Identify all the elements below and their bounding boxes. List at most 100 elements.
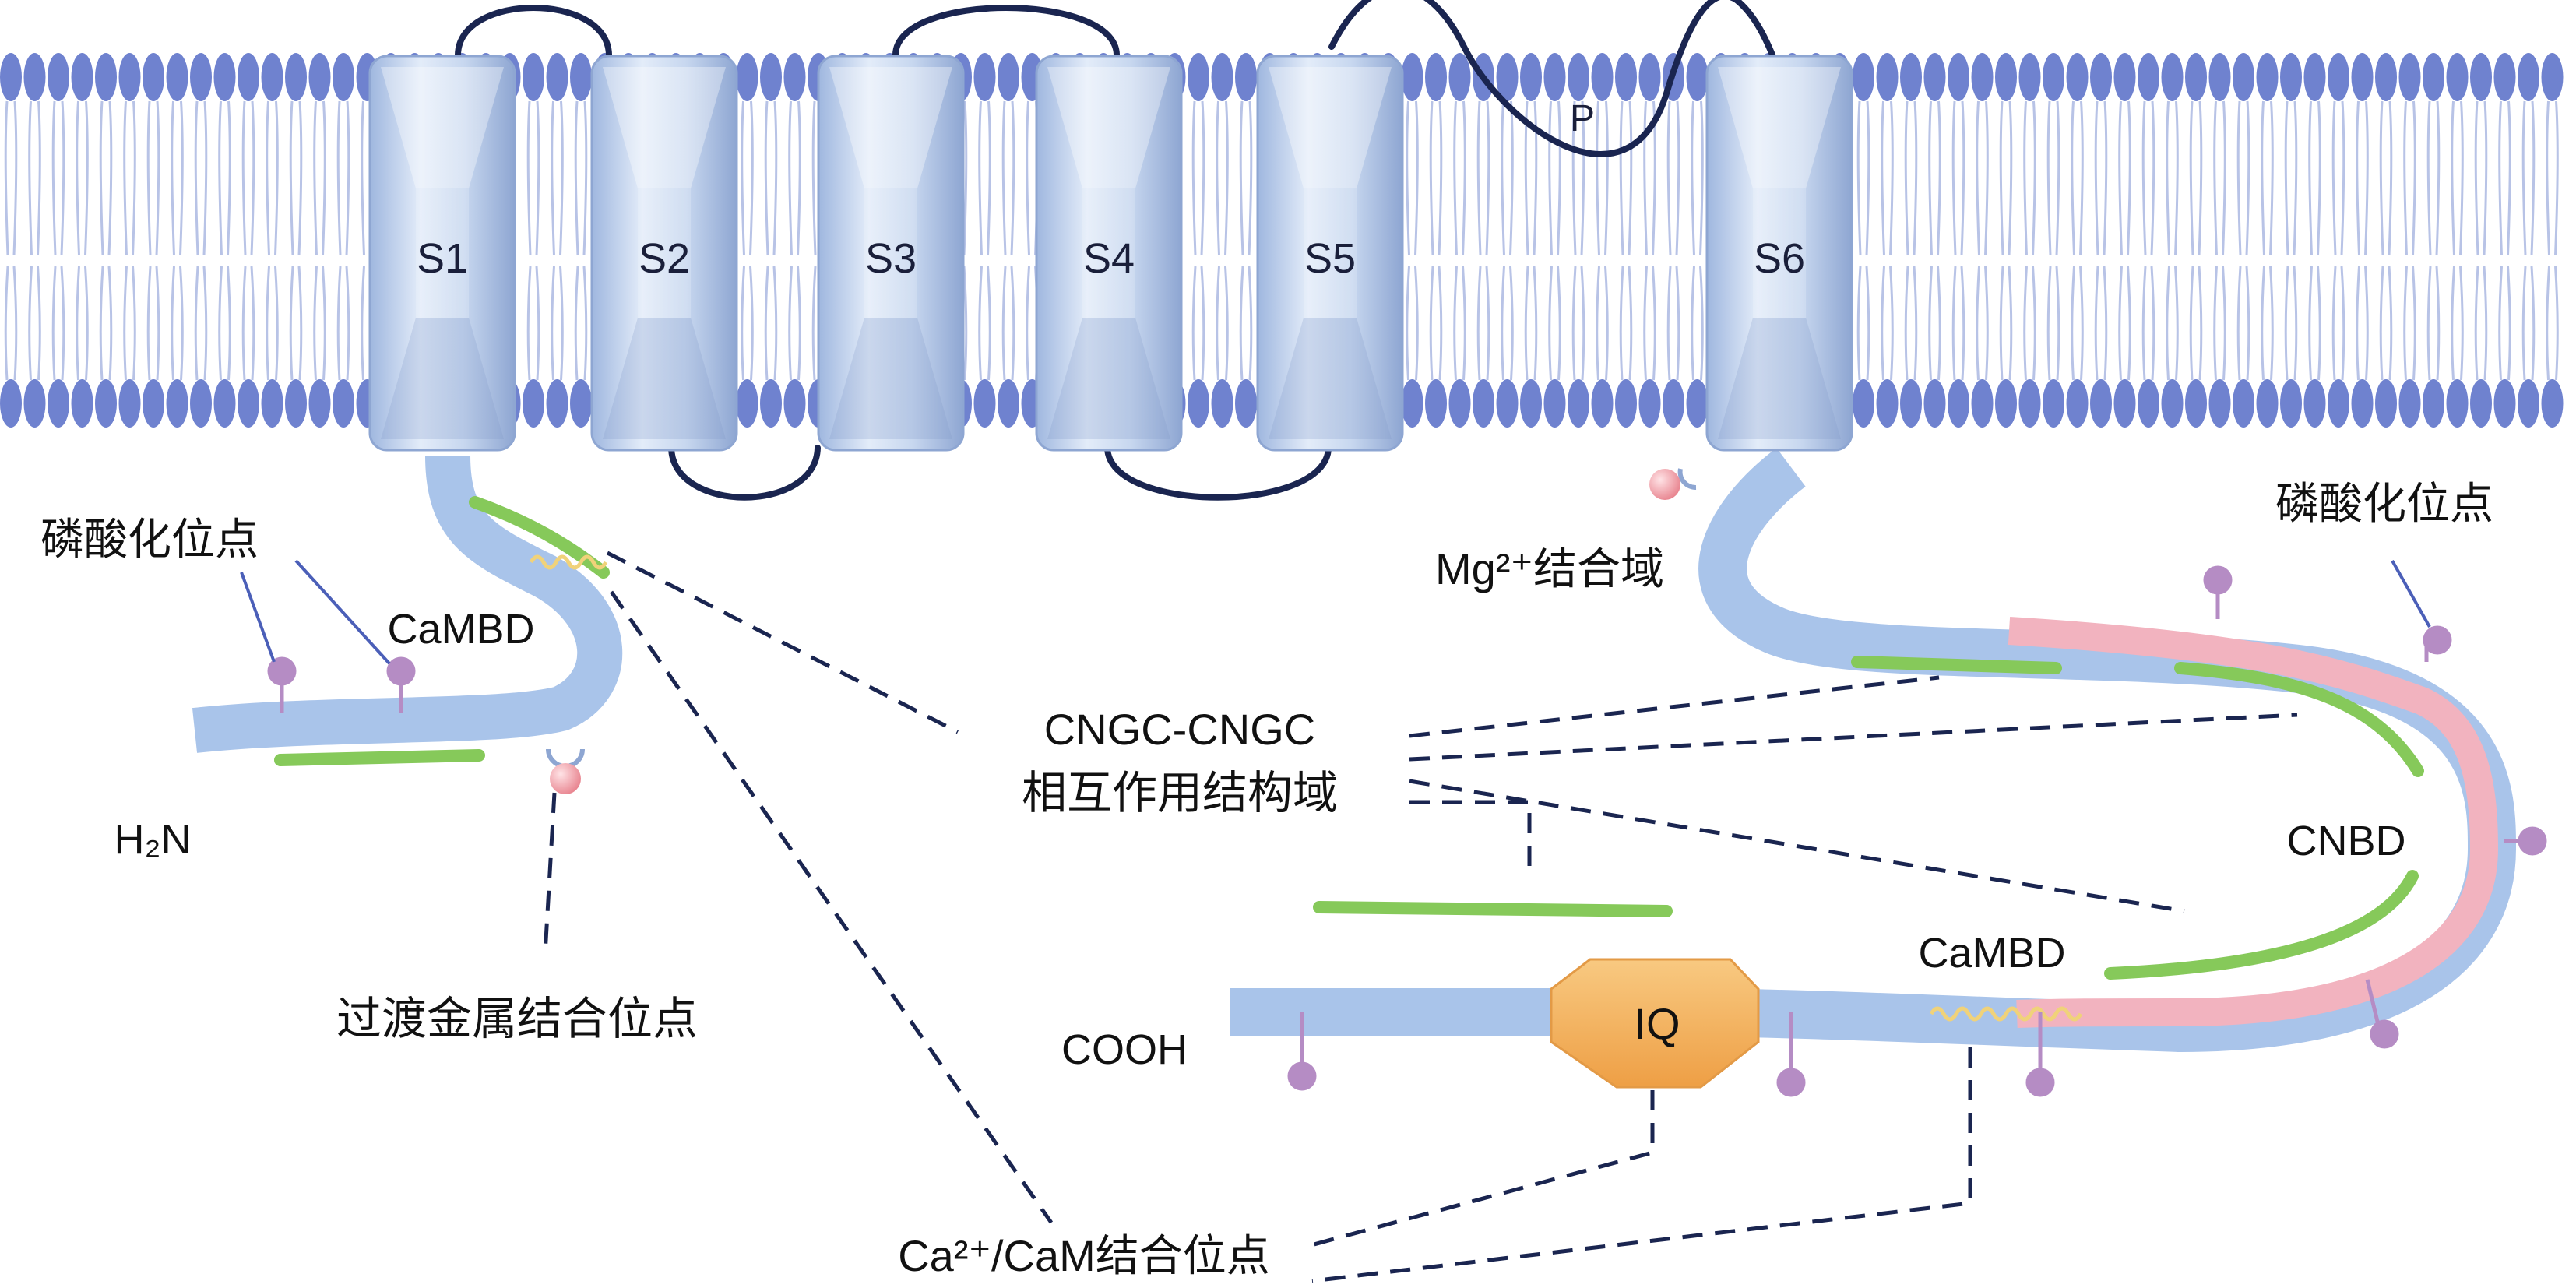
lipid-head [2018,53,2041,101]
lipid-head [2233,379,2254,428]
lipid-tail [123,100,136,256]
lipid-tail [1239,266,1253,381]
lipid-tail [266,266,279,381]
lipid-tail [1999,100,2013,256]
helix-facet-top [829,67,952,188]
lipid-tail [2474,266,2488,381]
loop-s3-s4 [892,5,1120,58]
lipid-tail [741,266,754,381]
helix-facet-bottom [829,318,952,439]
metal-binding-sites [546,468,1697,794]
lipid-tail [1666,266,1680,381]
helix-facet-center [1082,188,1135,318]
lipid-head [95,53,117,101]
lipid-head [2351,379,2374,428]
lipid-tail [1951,266,1965,381]
lipid-head [1686,379,1709,428]
lipid-tail [1856,100,1870,256]
lipid-tail [1596,266,1609,381]
lipid-head [1401,379,1423,428]
lipid-tail [146,266,160,381]
lipid-head [2018,379,2041,428]
lipid-head [166,53,188,101]
helix-facet-top [603,67,726,188]
lipid-tail [1619,100,1633,256]
lipid-head [2541,53,2564,101]
helix-body [368,55,516,452]
lipid-head [308,379,331,428]
helix-s6 [1705,55,1853,452]
lipid-tail [1216,100,1229,256]
lipid-tail [764,266,778,381]
phospho-label-left: 磷酸化位点 [40,515,259,564]
lipid-head [2161,379,2184,428]
lipid-head [2090,379,2112,428]
lipid-tail [2071,100,2084,256]
lipid-tail [28,266,41,381]
lipid-head [23,53,46,101]
lipid-tail [194,100,208,256]
lipid-head [523,53,544,101]
lipid-tail [1548,100,1561,256]
lipid-tail [1476,100,1490,256]
lipid-tail [2189,100,2203,256]
helix-facet-top [1269,67,1392,188]
lipid-tail [2046,266,2060,381]
lipid-head [48,53,69,101]
phospho-site-c2 [2423,625,2452,662]
lipid-tail [2331,100,2345,256]
lipid-head [48,379,69,428]
lipid-tail [2213,266,2226,381]
lipid-head [118,53,141,101]
lipid-tail [1596,100,1609,256]
lipid-head [1188,53,1209,101]
cambd-squiggles [529,554,2083,1022]
lipid-tail [146,100,160,256]
lipid-head [1211,379,1233,428]
cngc-interaction-label-line2: 相互作用结构域 [1022,768,1338,818]
lipid-head [23,379,46,428]
lipid-head [2280,379,2302,428]
lipid-head [1425,379,1447,428]
lipid-tail [266,100,279,256]
helix-facet-center [638,188,691,318]
leader-transition-metal [543,792,557,955]
lipid-tail [2379,100,2393,256]
transmembrane-helices [368,55,1853,452]
lipid-tail [51,100,65,256]
lipid-tail [289,266,303,381]
lipid-head [570,53,592,101]
lipid-head [2138,379,2159,428]
lipid-tail [2094,100,2108,256]
lipid-head [2256,379,2279,428]
phospho-site-c6 [1776,1012,1806,1097]
transition-metal-label: 过渡金属结合位点 [336,994,698,1044]
lipid-tail [2236,266,2250,381]
green-strip-c2 [2174,662,2424,777]
lipid-head [2541,379,2564,428]
lipid-tail [2166,100,2179,256]
lipid-tail [1976,266,1989,381]
lipid-head [2328,379,2349,428]
lipid-tail [2356,266,2369,381]
lipid-tail [1904,100,1918,256]
lipid-tail [1571,100,1585,256]
lipid-tail [2023,266,2036,381]
lipid-head [546,379,568,428]
lipid-tail [336,266,350,381]
lipid-tail [1881,100,1894,256]
cambd-label-left: CaMBD [387,606,534,653]
lipid-tail [1856,266,1870,381]
lipid-head [1900,379,1922,428]
lipid-tail [2521,266,2536,381]
lipid-head [1520,379,1542,428]
lipid-tail [2023,100,2036,256]
lipid-tail [1001,100,1015,256]
lipid-head [570,379,592,428]
lipid-head [523,379,544,428]
lipid-head [333,53,354,101]
cambd-label-right: CaMBD [1918,930,2065,977]
lipid-tail [1548,266,1561,381]
lipid-tail [2118,266,2131,381]
lipid-tail [1429,100,1443,256]
